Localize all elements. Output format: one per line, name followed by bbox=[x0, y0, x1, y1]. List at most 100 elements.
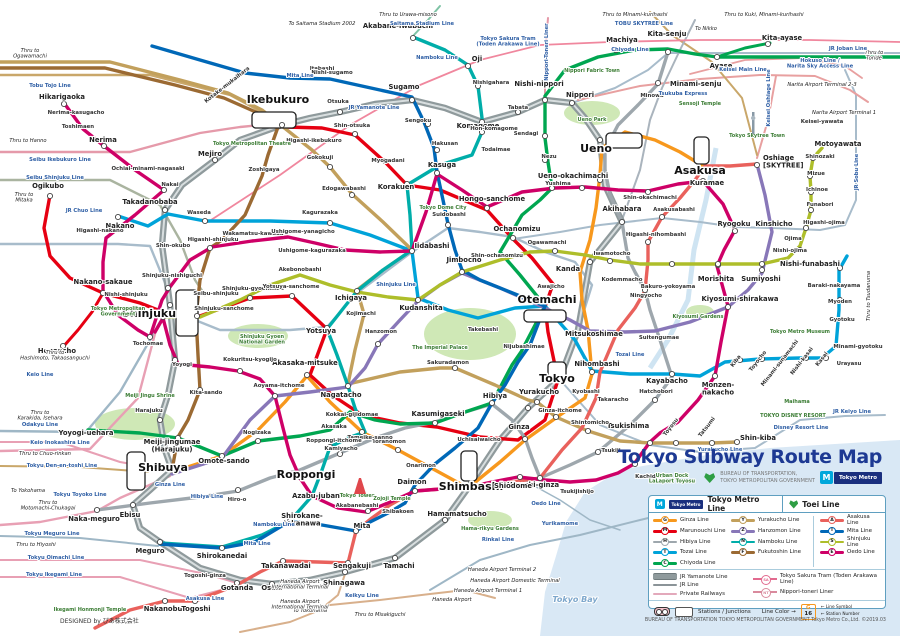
line-keikyu-airport bbox=[329, 589, 496, 606]
toei-leaf-icon bbox=[704, 473, 716, 483]
station-marker bbox=[836, 296, 844, 304]
station-label: Yoyogi-uehara bbox=[58, 429, 114, 437]
station-label: Kita-senju bbox=[648, 30, 687, 38]
station-marker bbox=[451, 364, 459, 372]
station-marker bbox=[541, 96, 549, 104]
station-label: Hon-komagome bbox=[470, 126, 518, 132]
station-marker bbox=[516, 473, 524, 481]
station-label: Seibu-shinjuku bbox=[193, 291, 238, 297]
station-label: Shibakoen bbox=[382, 509, 414, 515]
station-marker bbox=[708, 439, 716, 447]
line-name-note: Mita Line bbox=[243, 541, 271, 547]
station-label: Ojima bbox=[784, 236, 802, 242]
station-label: Ochiai-minami-nagasaki bbox=[111, 166, 184, 172]
station-marker bbox=[478, 118, 486, 126]
metro-m-icon: M bbox=[819, 471, 833, 484]
station-label: Gyotoku bbox=[829, 317, 855, 323]
station-marker bbox=[431, 419, 439, 427]
station-label: Ginza-itchome bbox=[538, 408, 582, 414]
station-label: Higashi-nihombashi bbox=[626, 232, 686, 238]
station-label: Ayase bbox=[710, 62, 733, 70]
station-label: Shinjuku bbox=[122, 307, 176, 320]
station-label: Suidobashi bbox=[432, 212, 466, 218]
station-marker bbox=[514, 108, 522, 116]
station-marker bbox=[796, 246, 804, 254]
station-label: Nishi-nippori bbox=[514, 80, 563, 88]
station-label: Takanawadai bbox=[261, 562, 311, 570]
station-label: Higashi-shinjuku bbox=[188, 237, 239, 243]
station-label: Iwamotocho bbox=[594, 251, 631, 257]
thru-service-note: Narita Airport Terminal 2-3 bbox=[787, 82, 856, 88]
thru-service-note: To Nikko bbox=[695, 26, 717, 32]
station-label: Kita-sando bbox=[190, 390, 223, 396]
station-label: Roppongi-itchome bbox=[306, 438, 362, 444]
station-label: Shin-okubo bbox=[156, 243, 191, 249]
station-label: Keisei-yawata bbox=[801, 119, 844, 125]
toei-line-header-label: Toei Line bbox=[802, 499, 840, 509]
station-label: Tochomae bbox=[133, 341, 164, 347]
station-marker bbox=[668, 260, 676, 268]
station-label: Nihombashi bbox=[574, 360, 619, 368]
station-label: Kayabacho bbox=[646, 377, 688, 385]
station-label: Mitsukoshimae bbox=[565, 330, 623, 338]
hub-interchange-box bbox=[126, 451, 146, 491]
station-label: Nakano bbox=[106, 222, 135, 230]
junction-box-icon bbox=[675, 606, 693, 617]
park-area bbox=[424, 308, 516, 360]
line-marunouchi-branch bbox=[61, 291, 105, 349]
station-marker bbox=[323, 324, 331, 332]
station-label: Nerima-kasugacho bbox=[48, 110, 105, 116]
station-label: Sugamo bbox=[389, 83, 420, 91]
station-label: Mizue bbox=[807, 171, 825, 177]
station-marker bbox=[353, 287, 361, 295]
station-marker bbox=[664, 48, 672, 56]
station-label: Akasaka bbox=[321, 424, 347, 430]
station-label: Daimon bbox=[397, 478, 426, 486]
landmark-label: Nippori Fabric Town bbox=[564, 68, 620, 74]
station-marker bbox=[279, 557, 287, 565]
footer-credit: BUREAU OF TRANSPORTATION TOKYO METROPOLI… bbox=[644, 618, 886, 623]
tokyo-skytree-icon bbox=[751, 115, 756, 121]
station-marker bbox=[588, 368, 596, 376]
line-tobu-skytree bbox=[649, 11, 758, 156]
station-label: Higashi-ojima bbox=[803, 220, 845, 226]
thru-service-note: Haneda Airport Terminal 2 bbox=[468, 567, 536, 573]
station-marker bbox=[568, 99, 576, 107]
station-label: Yoyogi bbox=[171, 362, 192, 368]
station-label: Toshimaen bbox=[62, 124, 94, 130]
station-marker bbox=[556, 374, 564, 382]
station-marker bbox=[236, 367, 244, 375]
line-keio bbox=[0, 328, 158, 453]
station-marker bbox=[156, 538, 164, 546]
station-label: Shintomicho bbox=[571, 420, 609, 426]
thru-service-note: Haneda Airport Domestic Terminal bbox=[470, 578, 560, 584]
line-name-note: Asakusa Line bbox=[186, 596, 225, 602]
line-name-note: Seibu Shinjuku Line bbox=[26, 175, 84, 181]
line-name-note: Tozai Line bbox=[616, 352, 645, 358]
station-marker bbox=[409, 34, 417, 42]
station-marker bbox=[644, 188, 652, 196]
station-label: Motoyawata bbox=[814, 140, 861, 148]
line-toei-oedo-ring bbox=[148, 172, 737, 514]
station-label: Gokokuji bbox=[307, 155, 334, 161]
landmark-label: Tokyo Skytree Town bbox=[729, 133, 785, 139]
station-label: Hiro-o bbox=[228, 497, 247, 503]
station-label: Shirokane-takanawa bbox=[281, 512, 323, 527]
station-label: Ochanomizu bbox=[494, 225, 541, 233]
designer-credit: DESIGNED by ぴあ株式会社 bbox=[60, 618, 139, 625]
sumida-river bbox=[647, 147, 719, 370]
thru-service-note: Thru to Misakiguchi bbox=[355, 612, 406, 618]
station-marker bbox=[344, 559, 352, 567]
station-label: Komagome bbox=[457, 122, 500, 130]
line-name-note: Tokyu Oimachi Line bbox=[28, 555, 85, 561]
station-marker bbox=[146, 333, 154, 341]
station-marker bbox=[233, 579, 241, 587]
station-label: Minami-senju bbox=[670, 80, 722, 88]
station-marker bbox=[341, 568, 349, 576]
line-nippori-toneri bbox=[544, 17, 549, 97]
hub-interchange-box bbox=[693, 136, 710, 165]
